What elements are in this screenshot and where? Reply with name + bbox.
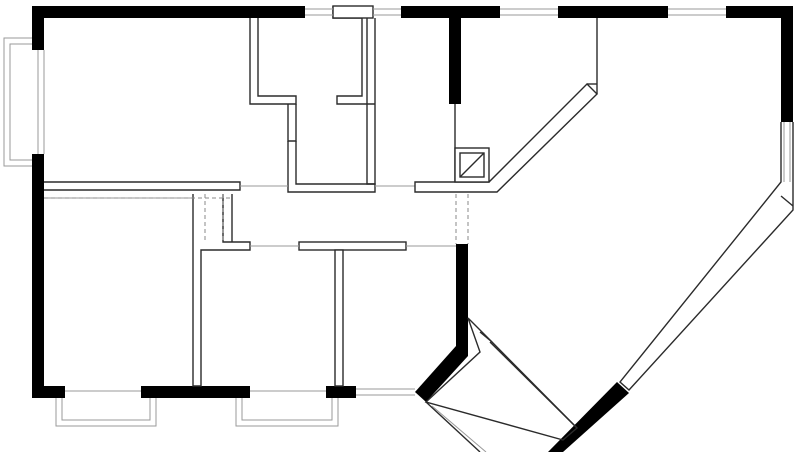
wall-diagonal-bottom-right [548, 382, 629, 452]
window-bottom-bay1-outer [55, 398, 157, 427]
partition-room-right-side [366, 18, 376, 185]
wall-diagonal-lower-left [415, 346, 468, 402]
partition-t-top [298, 241, 407, 251]
partition-stub-left [287, 104, 297, 142]
wall-interior-vertical-top [449, 14, 461, 104]
interior-partitions [44, 5, 794, 452]
wall-bottom-mid1 [141, 386, 250, 398]
right-diagonal-inner [780, 195, 794, 207]
partition-left-room-right [192, 194, 251, 387]
diagonal-bay-inner-1 [479, 331, 493, 343]
wall-left-lower [32, 154, 44, 398]
wall-left-upper [32, 6, 44, 50]
wall-bottom-left [32, 386, 65, 398]
diagonal-bay-window [431, 405, 487, 452]
window-bottom-bay1-inner [61, 398, 151, 421]
diagonal-bay-inner-2 [489, 341, 578, 429]
diagonal-bay-inner-3 [425, 401, 481, 452]
wall-top-right [726, 6, 792, 18]
windows [3, 8, 791, 427]
wall-top-left [32, 6, 305, 18]
kitchen-sink-diagonal [459, 152, 485, 178]
wall-top-middle [401, 6, 500, 18]
diagonal-bay-outline [424, 317, 579, 441]
partition-t-stem [334, 249, 344, 387]
window-bottom-bay2-outer [235, 398, 339, 427]
kitchen-counter-diagonal [414, 83, 598, 193]
partition-corridor-upper [44, 181, 241, 191]
window-left-bay-outer [3, 37, 32, 167]
partition-top-notch [332, 5, 374, 19]
partition-upper-block-right [332, 6, 375, 105]
kitchen-sink-inner [459, 152, 485, 178]
wall-interior-vertical-lower [456, 244, 468, 356]
wall-right-upper [781, 6, 793, 122]
window-bottom-bay2-inner [241, 398, 333, 421]
wall-bottom-mid2 [326, 386, 356, 398]
exterior-walls [32, 6, 793, 452]
partition-room-bottom [287, 141, 376, 193]
partition-upper-block [249, 18, 297, 105]
wall-top-right-middle [558, 6, 668, 18]
right-diagonal-wall [619, 122, 794, 391]
window-left-bay-mid [9, 43, 32, 161]
